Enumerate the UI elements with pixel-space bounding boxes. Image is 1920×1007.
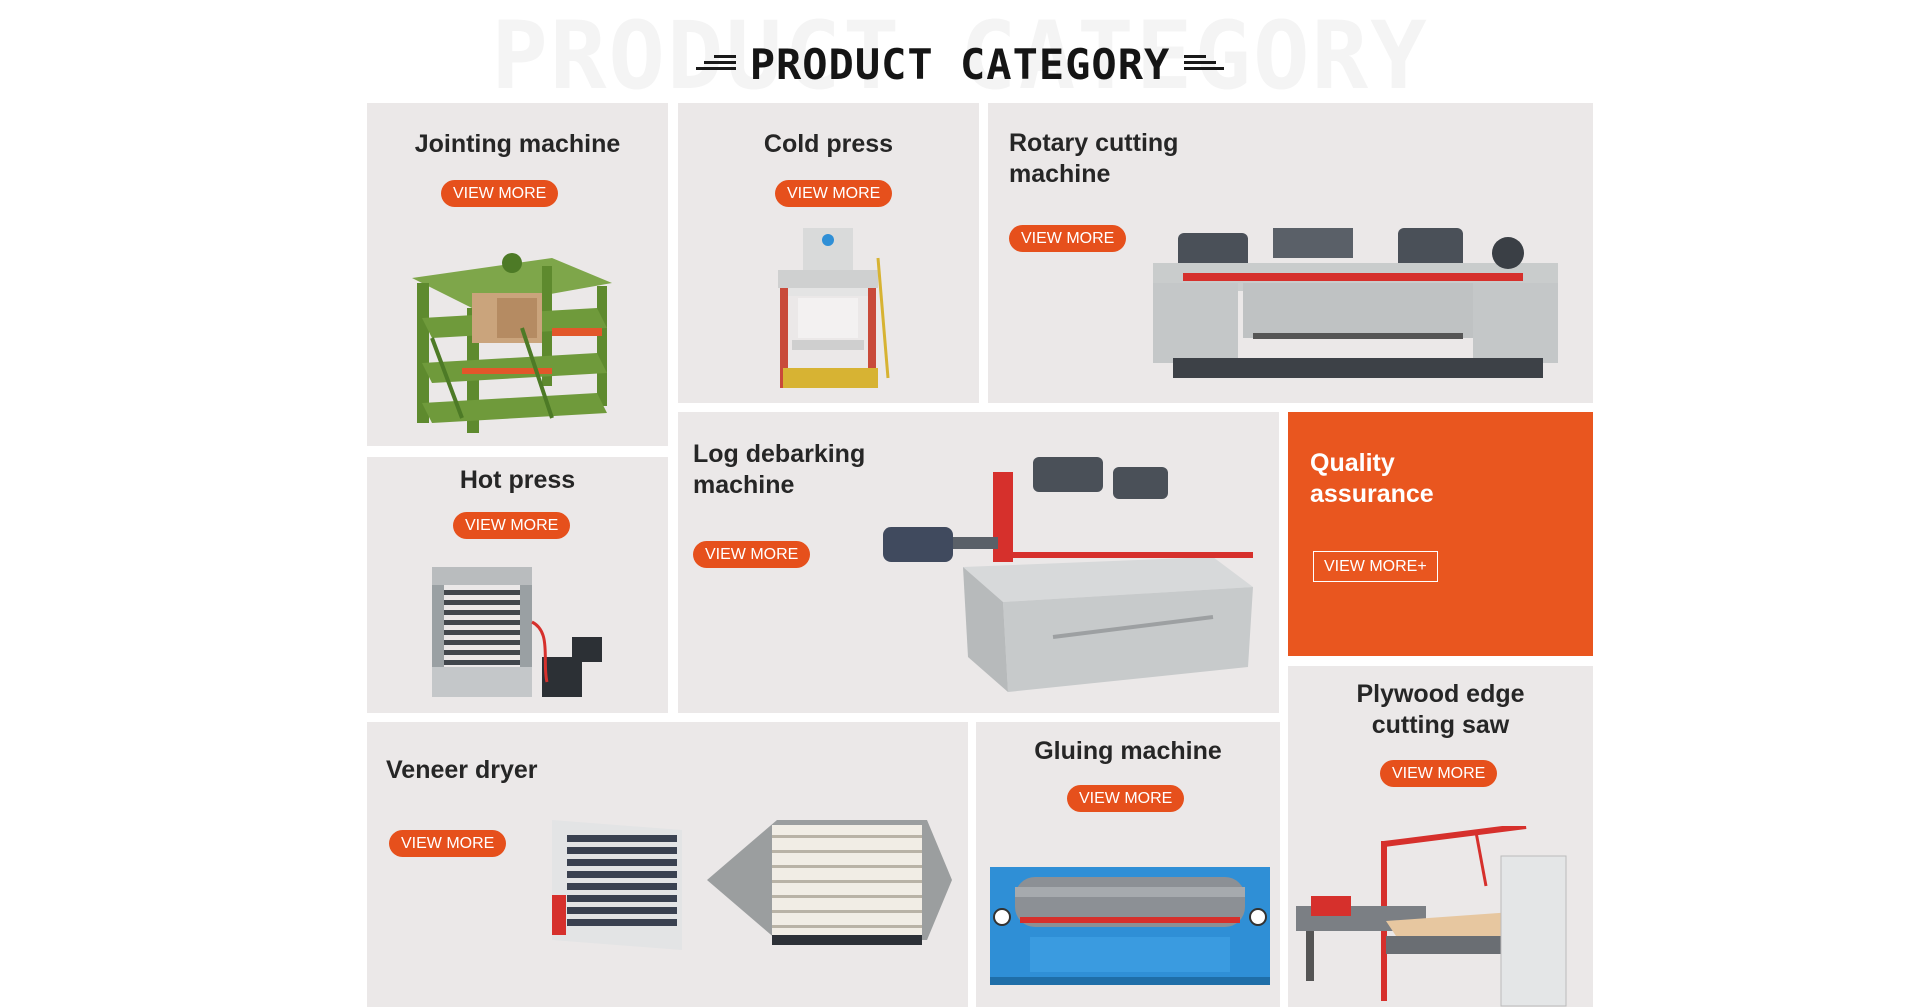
title-line-2: assurance <box>1310 480 1434 508</box>
title-line-2: machine <box>693 471 795 499</box>
log-debarking-machine-image <box>883 457 1253 692</box>
card-title: Jointing machine <box>414 130 621 158</box>
view-more-plus-button[interactable]: VIEW MORE+ <box>1313 551 1438 582</box>
card-gluing-machine[interactable]: Gluing machine VIEW MORE <box>976 722 1280 1007</box>
view-more-button[interactable]: VIEW MORE <box>1380 760 1498 787</box>
card-title: Gluing machine <box>1034 737 1222 765</box>
card-title: Rotary cutting machine <box>1009 128 1178 190</box>
card-log-debarking-machine[interactable]: Log debarking machine VIEW MORE <box>678 412 1279 713</box>
title-line-2: machine <box>1009 160 1111 188</box>
card-plywood-edge-cutting-saw[interactable]: Plywood edge cutting saw VIEW MORE <box>1288 666 1593 1007</box>
jointing-machine-image <box>412 253 612 433</box>
card-cold-press[interactable]: Cold press VIEW MORE <box>678 103 979 403</box>
view-more-button[interactable]: VIEW MORE <box>441 180 559 207</box>
right-decor-lines-icon <box>1184 54 1225 74</box>
card-veneer-dryer[interactable]: Veneer dryer VIEW MORE <box>367 722 968 1007</box>
view-more-button[interactable]: VIEW MORE <box>1009 225 1127 252</box>
title-line-1: Plywood edge <box>1356 680 1525 708</box>
view-more-button[interactable]: VIEW MORE <box>693 541 811 568</box>
hot-press-image <box>432 567 602 697</box>
title-line-2: cutting saw <box>1371 711 1510 739</box>
card-title: Quality assurance <box>1310 448 1434 510</box>
card-title: Log debarking machine <box>693 439 865 501</box>
view-more-button[interactable]: VIEW MORE <box>389 830 507 857</box>
left-decor-lines-icon <box>695 54 736 74</box>
background-watermark-title: PRODUCT CATEGORY <box>491 2 1429 111</box>
card-hot-press[interactable]: Hot press VIEW MORE <box>367 457 668 713</box>
gluing-machine-image <box>990 867 1270 985</box>
card-title: Plywood edge cutting saw <box>1288 679 1593 741</box>
title-line-1: Log debarking <box>693 440 866 468</box>
view-more-button[interactable]: VIEW MORE <box>775 180 893 207</box>
card-quality-assurance[interactable]: Quality assurance VIEW MORE+ <box>1288 412 1593 656</box>
card-jointing-machine[interactable]: Jointing machine VIEW MORE <box>367 103 668 446</box>
card-rotary-cutting-machine[interactable]: Rotary cutting machine VIEW MORE <box>988 103 1593 403</box>
card-title: Veneer dryer <box>386 756 538 784</box>
title-line-1: Quality <box>1310 449 1395 477</box>
view-more-button[interactable]: VIEW MORE <box>453 512 571 539</box>
title-line-1: Rotary cutting <box>1009 129 1179 157</box>
cold-press-image <box>778 228 890 388</box>
view-more-button[interactable]: VIEW MORE <box>1067 785 1185 812</box>
rotary-cutting-machine-image <box>1153 228 1558 378</box>
card-title: Cold press <box>763 130 894 158</box>
veneer-dryer-image <box>552 820 952 950</box>
card-title: Hot press <box>459 466 576 494</box>
plywood-edge-saw-image <box>1296 826 1567 1007</box>
section-header: PRODUCT CATEGORY <box>0 36 1920 92</box>
section-title: PRODUCT CATEGORY <box>749 39 1171 89</box>
